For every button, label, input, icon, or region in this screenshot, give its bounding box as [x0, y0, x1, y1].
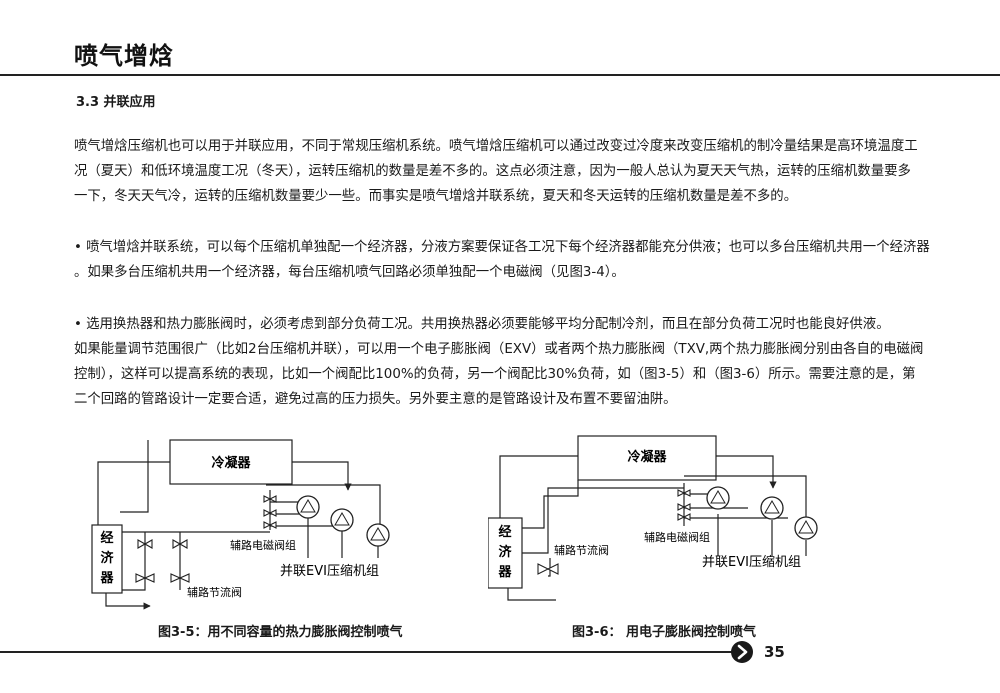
paragraph-1: 喷气增焓压缩机也可以用于并联应用，不同于常规压缩机系统。喷气增焓压缩机可以通过改…	[74, 134, 954, 209]
paragraph-line: 况（夏天）和低环境温度工况（冬天），运转压缩机的数量是差不多的。这点必须注意，因…	[74, 164, 911, 179]
figure-3-6-caption: 图3-6： 用电子膨胀阀控制喷气	[572, 625, 757, 640]
paragraph-3: • 选用换热器和热力膨胀阀时，必须考虑到部分负荷工况。共用换热器必须要能够平均分…	[74, 312, 954, 412]
compressor-group-label: 并联EVI压缩机组	[280, 563, 379, 579]
economizer-label: 经济器	[99, 530, 114, 586]
page-title: 喷气增焓	[74, 42, 174, 70]
figure-3-6-diagram: 冷凝器 经济器 辅路节流阀 辅路电磁阀组 并联EVI压缩机组	[488, 435, 818, 601]
paragraph-line: • 选用换热器和热力膨胀阀时，必须考虑到部分负荷工况。共用换热器必须要能够平均分…	[74, 317, 890, 332]
section-heading: 3.3 并联应用	[76, 95, 156, 110]
condenser-label: 冷凝器	[627, 449, 667, 465]
condenser-box	[577, 435, 717, 481]
paragraph-line: 。如果多台压缩机共用一个经济器，每台压缩机喷气回路必须单独配一个电磁阀（见图3-…	[74, 265, 625, 280]
solenoid-group-label: 辅路电磁阀组	[230, 538, 296, 552]
paragraph-line: • 喷气增焓并联系统，可以每个压缩机单独配一个经济器，分液方案要保证各工况下每个…	[74, 240, 930, 255]
condenser-label: 冷凝器	[211, 455, 251, 471]
solenoid-group-label: 辅路电磁阀组	[644, 530, 710, 544]
next-arrow-icon	[731, 641, 753, 663]
paragraph-line: 二个回路的管路设计一定要合适，避免过高的压力损失。另外要主意的是管路设计及布置不…	[74, 392, 677, 407]
figure-3-5-diagram: 冷凝器 经济器 辅路电磁阀组 并联EVI压缩机组 辅路节流阀	[91, 439, 390, 610]
paragraph-line: 如果能量调节范围很广（比如2台压缩机并联），可以用一个电子膨胀阀（EXV）或者两…	[74, 342, 924, 357]
paragraph-line: 控制），这样可以提高系统的表现，比如一个阀配比100%的负荷，另一个阀配比30%…	[74, 367, 916, 382]
economizer-box	[91, 524, 123, 594]
header-divider	[0, 74, 1000, 76]
economizer-label: 经济器	[497, 524, 512, 580]
paragraph-line: 喷气增焓压缩机也可以用于并联应用，不同于常规压缩机系统。喷气增焓压缩机可以通过改…	[74, 139, 918, 154]
figure-3-5-caption: 图3-5：用不同容量的热力膨胀阀控制喷气	[158, 625, 403, 640]
paragraph-line: 一下，冬天天气冷，运转的压缩机数量要少一些。而事实是喷气增焓并联系统，夏天和冬天…	[74, 189, 798, 204]
compressor-group-label: 并联EVI压缩机组	[702, 554, 801, 570]
footer-divider	[0, 651, 736, 653]
paragraph-2: • 喷气增焓并联系统，可以每个压缩机单独配一个经济器，分液方案要保证各工况下每个…	[74, 235, 954, 285]
throttle-label: 辅路节流阀	[187, 585, 242, 599]
throttle-label: 辅路节流阀	[554, 543, 609, 557]
page-number: 35	[764, 643, 785, 661]
